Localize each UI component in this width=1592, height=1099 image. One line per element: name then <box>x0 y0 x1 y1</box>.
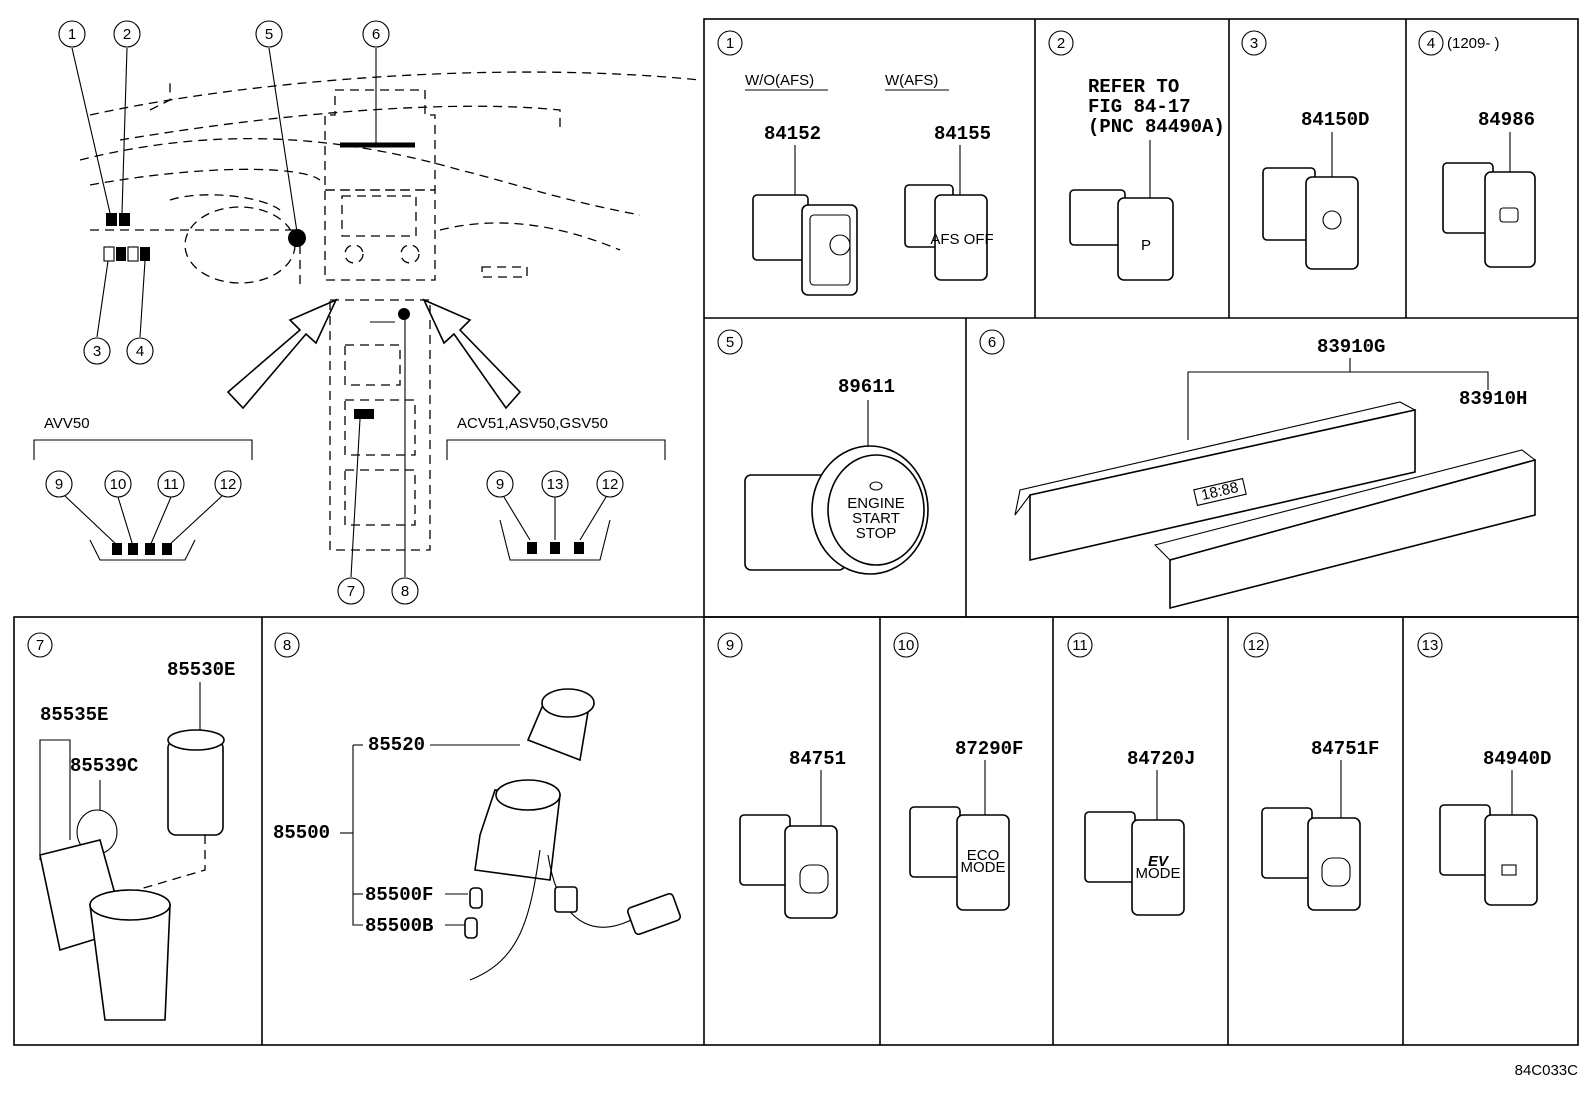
part-85500B: 85500B <box>365 915 433 937</box>
panel-10-eco-switch: 10 87290F ECO MODE <box>893 632 1023 911</box>
svg-text:FIG 84-17: FIG 84-17 <box>1088 96 1191 118</box>
panel-4-switch: 4 (1209- ) 84986 <box>1418 30 1536 268</box>
callout-6: 6 <box>372 26 380 43</box>
svg-text:10: 10 <box>110 476 127 493</box>
part-84751: 84751 <box>789 748 846 770</box>
callout-3: 3 <box>93 343 101 360</box>
svg-text:AFS OFF: AFS OFF <box>930 231 993 248</box>
svg-text:13: 13 <box>547 476 564 493</box>
panel-9-switch: 9 84751 <box>717 632 846 919</box>
part-84150D: 84150D <box>1301 109 1369 131</box>
part-85500F: 85500F <box>365 884 433 906</box>
callout-5: 5 <box>265 26 273 43</box>
svg-text:11: 11 <box>1072 637 1088 654</box>
acv51-label: ACV51,ASV50,GSV50 <box>457 415 608 432</box>
panel-8-cigarette-lighter: 8 85520 85500 85500F 85500B <box>273 632 682 981</box>
panel-3-switch: 3 84150D <box>1241 30 1369 270</box>
panel-1-headlamp-switches: 1 W/O(AFS) W(AFS) 84152 84155 AFS OFF <box>717 30 994 296</box>
svg-text:1: 1 <box>726 35 734 52</box>
callout-8: 8 <box>401 583 409 600</box>
part-84152: 84152 <box>764 123 821 145</box>
panel-12-switch: 12 84751F <box>1243 632 1379 911</box>
overview-callouts: 1 2 3 4 5 6 7 8 <box>58 20 419 605</box>
svg-text:STOP: STOP <box>856 525 897 542</box>
svg-text:MODE: MODE <box>1136 865 1181 882</box>
svg-text:10: 10 <box>898 637 915 654</box>
part-84720J: 84720J <box>1127 748 1195 770</box>
part-85539C: 85539C <box>70 755 138 777</box>
svg-text:ECO: ECO <box>967 847 1000 864</box>
svg-text:7: 7 <box>36 637 44 654</box>
part-85500: 85500 <box>273 822 330 844</box>
part-85535E: 85535E <box>40 704 108 726</box>
panel-5-start-switch: 5 89611 ENGINE START STOP <box>717 329 929 575</box>
w-afs-label: W(AFS) <box>885 72 938 89</box>
avv50-switch-group: AVV50 9 10 11 12 <box>33 415 253 561</box>
callout-7: 7 <box>347 583 355 600</box>
part-83910H: 83910H <box>1459 388 1527 410</box>
part-87290F: 87290F <box>955 738 1023 760</box>
svg-text:EV: EV <box>1148 853 1170 870</box>
svg-text:REFER TO: REFER TO <box>1088 76 1179 98</box>
svg-text:ENGINE: ENGINE <box>847 495 905 512</box>
part-84940D: 84940D <box>1483 748 1551 770</box>
part-83910G: 83910G <box>1317 336 1385 358</box>
part-84986: 84986 <box>1478 109 1535 131</box>
svg-text:5: 5 <box>726 334 734 351</box>
part-89611: 89611 <box>838 376 895 398</box>
svg-text:12: 12 <box>220 476 237 493</box>
date-range: (1209- ) <box>1447 35 1500 52</box>
svg-text:MODE: MODE <box>961 859 1006 876</box>
svg-text:11: 11 <box>163 476 179 493</box>
part-85520: 85520 <box>368 734 425 756</box>
panel-11-ev-switch: 11 84720J EV MODE <box>1067 632 1195 916</box>
svg-text:9: 9 <box>496 476 504 493</box>
callout-4: 4 <box>136 343 144 360</box>
svg-text:P: P <box>1141 237 1151 254</box>
callout-2: 2 <box>123 26 131 43</box>
callout-1: 1 <box>68 26 76 43</box>
svg-text:8: 8 <box>283 637 291 654</box>
part-85530E: 85530E <box>167 659 235 681</box>
avv50-label: AVV50 <box>44 415 90 432</box>
diagram-code: 84C033C <box>1515 1062 1579 1079</box>
panel-grid <box>13 18 1579 1046</box>
acv51-switch-group: ACV51,ASV50,GSV50 9 13 12 <box>446 415 666 561</box>
svg-text:START: START <box>852 510 900 527</box>
svg-text:9: 9 <box>55 476 63 493</box>
part-84155: 84155 <box>934 123 991 145</box>
svg-text:2: 2 <box>1057 35 1065 52</box>
svg-text:12: 12 <box>602 476 619 493</box>
part-84751F: 84751F <box>1311 738 1379 760</box>
panel-2-reference: 2 REFER TO FIG 84-17 (PNC 84490A) P <box>1048 30 1225 281</box>
svg-text:6: 6 <box>988 334 996 351</box>
svg-text:13: 13 <box>1422 637 1439 654</box>
wo-afs-label: W/O(AFS) <box>745 72 814 89</box>
svg-text:(PNC 84490A): (PNC 84490A) <box>1088 116 1225 138</box>
svg-text:4: 4 <box>1427 35 1435 52</box>
panel-7-socket: 7 85530E 85535E 85539C <box>27 632 235 1021</box>
panel-6-control-panels: 6 83910G 83910H 18:88 <box>979 329 1537 610</box>
svg-text:9: 9 <box>726 637 734 654</box>
vehicle-interior-overview <box>71 47 701 578</box>
svg-text:3: 3 <box>1250 35 1258 52</box>
svg-text:12: 12 <box>1248 637 1265 654</box>
panel-13-switch: 13 84940D <box>1417 632 1551 906</box>
